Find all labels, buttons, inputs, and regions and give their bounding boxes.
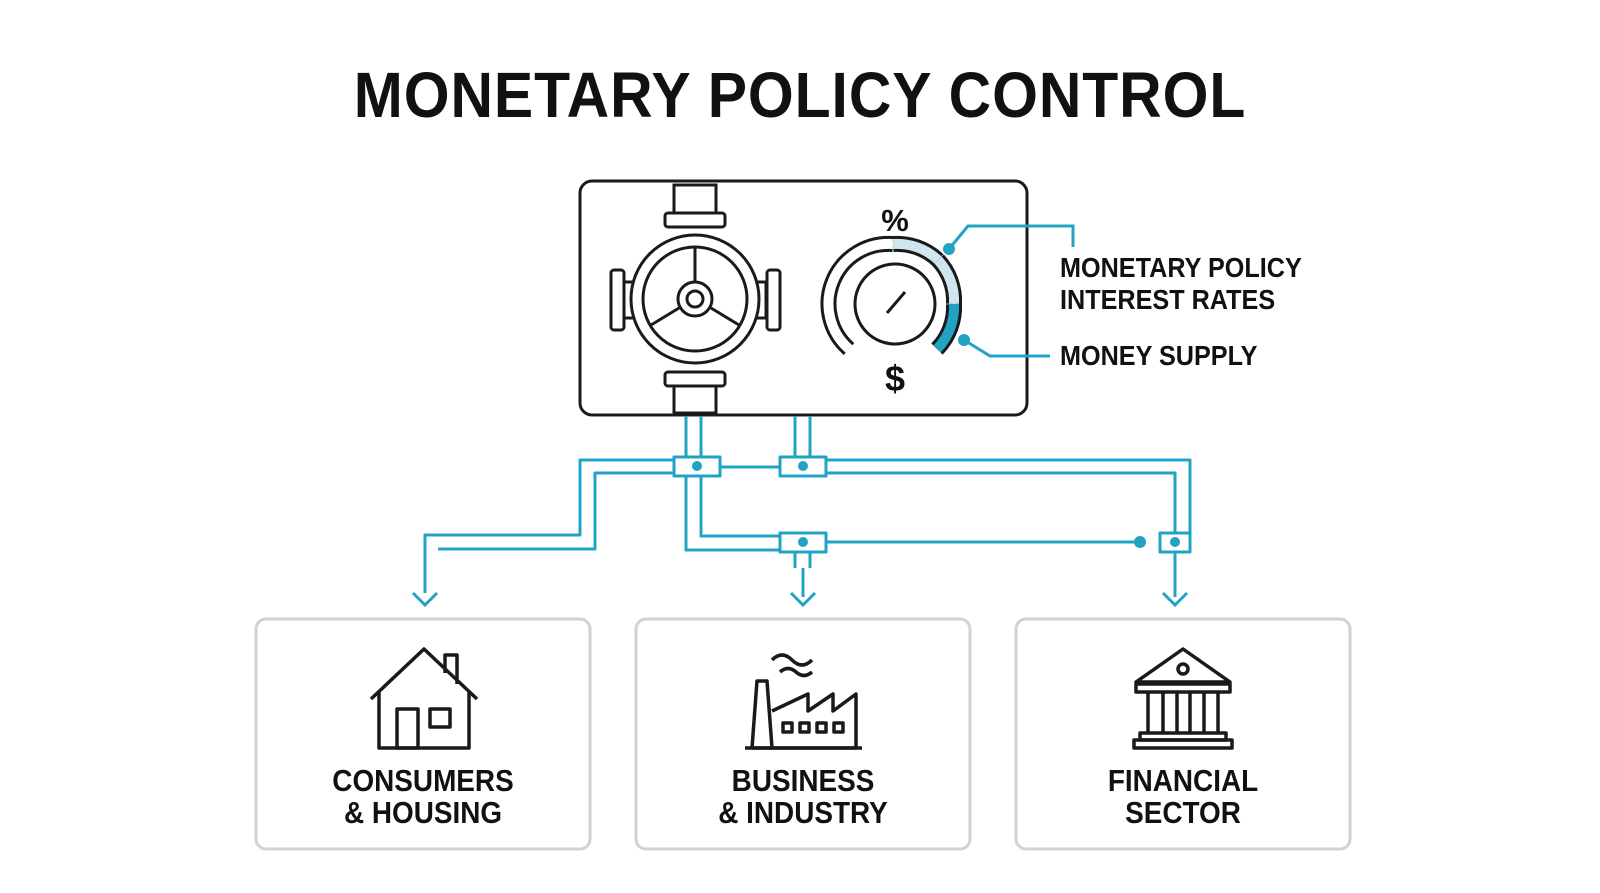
callout-label-policy: MONETARY POLICY <box>1060 252 1302 283</box>
callout-lines <box>947 224 1075 358</box>
sector-label-business: BUSINESS & INDUSTRY <box>638 765 968 829</box>
house-icon <box>369 647 479 750</box>
sector-label-line: BUSINESS <box>731 763 875 798</box>
percent-symbol: % <box>881 203 909 238</box>
callout-dot-upper <box>943 243 955 255</box>
junction-dots <box>692 461 1180 548</box>
sector-label-line: & HOUSING <box>343 795 503 830</box>
flow-pipes <box>423 416 1192 597</box>
sector-box-business <box>634 617 972 851</box>
callout-dot-lower <box>958 334 970 346</box>
valve-wheel-icon <box>609 183 782 415</box>
sector-box-consumers <box>254 617 592 851</box>
sector-label-line: SECTOR <box>1125 795 1241 830</box>
sector-label-line: & INDUSTRY <box>718 795 888 830</box>
sector-label-line: FINANCIAL <box>1107 763 1259 798</box>
sector-label-line: CONSUMERS <box>332 763 514 798</box>
callout-label-interest-rates: INTEREST RATES <box>1060 284 1276 315</box>
page-title: MONETARY POLICY CONTROL <box>353 59 1247 131</box>
callout-label-money-supply: MONEY SUPPLY <box>1060 340 1258 371</box>
sector-label-consumers: CONSUMERS & HOUSING <box>258 765 588 829</box>
sector-label-financial: FINANCIAL SECTOR <box>1018 765 1348 829</box>
bank-icon <box>1132 647 1234 750</box>
dollar-symbol: $ <box>884 358 906 399</box>
arrowheads <box>411 591 1189 608</box>
dial-gauge-icon <box>820 235 963 356</box>
factory-icon <box>745 653 862 750</box>
